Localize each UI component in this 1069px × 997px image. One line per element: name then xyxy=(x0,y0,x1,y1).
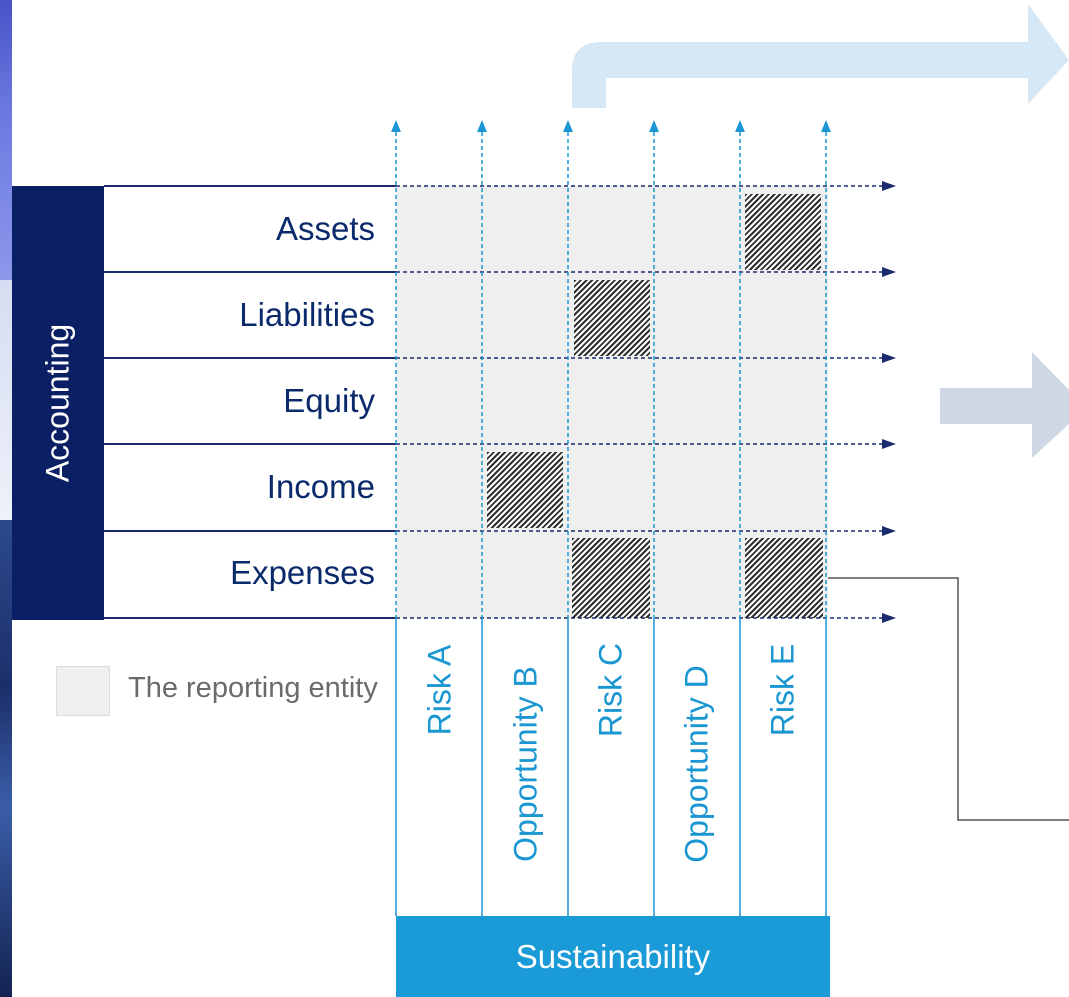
column-label-risk-a: Risk A xyxy=(421,644,458,736)
row-separators xyxy=(104,185,396,619)
sustainability-label: Sustainability xyxy=(515,938,711,975)
legend-text: The reporting entity xyxy=(128,672,378,704)
hatched-cell-expenses-risk-e xyxy=(745,538,823,618)
connector-line xyxy=(828,577,1069,821)
column-label-opportunity-b: Opportunity B xyxy=(507,666,544,862)
hatched-cell-income-opportunity-b xyxy=(487,452,563,528)
legend-swatch xyxy=(56,666,110,716)
sustainability-bar xyxy=(396,916,830,997)
column-separators xyxy=(395,618,827,916)
row-label-equity: Equity xyxy=(283,382,375,419)
background-photo-strip xyxy=(0,0,12,997)
vertical-arrowheads xyxy=(391,120,831,132)
row-label-income: Income xyxy=(266,468,375,505)
horizontal-arrowheads xyxy=(882,181,896,623)
horizontal-dotted-lines xyxy=(396,185,882,619)
row-label-assets: Assets xyxy=(275,210,375,247)
photo-sky xyxy=(0,0,12,280)
hatched-cell-expenses-risk-c xyxy=(572,538,650,618)
hatched-cell-assets-risk-e xyxy=(745,194,821,270)
column-label-risk-c: Risk C xyxy=(592,642,629,738)
vertical-dotted-lines xyxy=(395,132,827,618)
row-label-expenses: Expenses xyxy=(230,554,375,591)
accounting-bar xyxy=(12,186,104,620)
photo-horizon xyxy=(0,280,12,520)
outflow-arrow-large xyxy=(572,4,1069,108)
column-label-risk-e: Risk E xyxy=(764,643,801,737)
row-label-liabilities: Liabilities xyxy=(239,296,375,333)
column-label-opportunity-d: Opportunity D xyxy=(678,665,715,863)
outflow-arrow-middle xyxy=(940,352,1069,458)
photo-sea xyxy=(0,520,12,997)
hatched-cell-liabilities-risk-c xyxy=(574,280,650,356)
